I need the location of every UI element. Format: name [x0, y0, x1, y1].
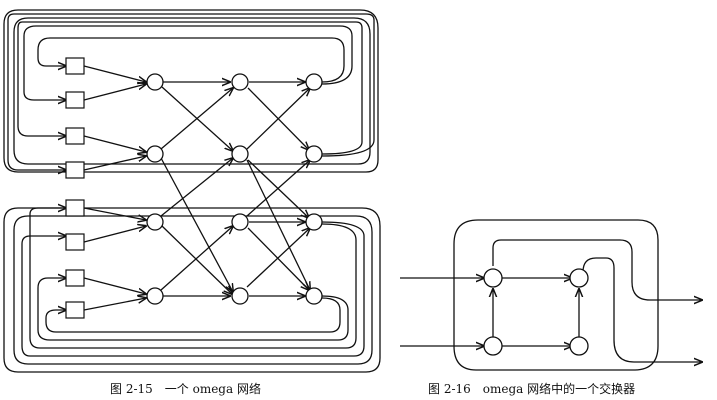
- feedback-loop-3: [17, 21, 363, 155]
- input-port: [65, 57, 85, 75]
- input-port: [65, 127, 85, 145]
- switch-node: [146, 213, 164, 231]
- input-port: [65, 91, 85, 109]
- switch-node: [231, 145, 249, 163]
- feedback-loop-2: [23, 25, 353, 100]
- feedback-loop-1: [37, 37, 345, 83]
- switch-feedback-upper: [492, 239, 702, 300]
- feedback-loop-6: [29, 208, 357, 349]
- figure-caption-omega-network: 图 2-15 一个 omega 网络: [110, 382, 261, 396]
- shuffle-links-stage-2: [246, 82, 310, 296]
- shuffle-links-stage-1: [160, 82, 233, 296]
- input-links: [83, 65, 146, 311]
- switch-feedback-lower: [582, 257, 702, 362]
- feedback-frame-middle-top: [13, 17, 371, 165]
- input-port: [65, 269, 85, 287]
- figure-caption-omega-switch: 图 2-16 omega 网络中的一个交换器: [428, 382, 636, 396]
- switch-node: [305, 287, 323, 305]
- omega-diagram-canvas: [3, 9, 717, 373]
- switch-node: [231, 73, 249, 91]
- switch-node: [146, 73, 164, 91]
- switch-node: [231, 213, 249, 231]
- switch-node: [305, 213, 323, 231]
- feedback-loop-8: [45, 297, 341, 333]
- switch-node: [569, 336, 589, 356]
- feedback-frame-outer-bottom: [3, 207, 381, 373]
- feedback-frame-middle-bottom: [13, 215, 373, 365]
- switch-enclosure: [453, 219, 659, 371]
- switch-node: [231, 287, 249, 305]
- feedback-loop-5: [21, 221, 365, 357]
- input-port: [65, 233, 85, 251]
- switch-node: [146, 145, 164, 163]
- switch-nodes: [146, 73, 323, 305]
- input-port: [65, 161, 85, 179]
- feedback-loop-4: [7, 13, 375, 170]
- switch-node: [305, 73, 323, 91]
- feedback-loop-7: [37, 278, 349, 341]
- omega-switch-figure: [400, 219, 702, 371]
- switch-node: [146, 287, 164, 305]
- input-port: [65, 199, 85, 217]
- switch-node: [305, 145, 323, 163]
- feedback-frame-outer-top: [3, 9, 379, 173]
- input-port: [65, 301, 85, 319]
- switch-node: [483, 268, 503, 288]
- switch-node: [569, 268, 589, 288]
- switch-node: [483, 336, 503, 356]
- omega-network-figure: [3, 9, 381, 373]
- input-ports: [65, 57, 85, 319]
